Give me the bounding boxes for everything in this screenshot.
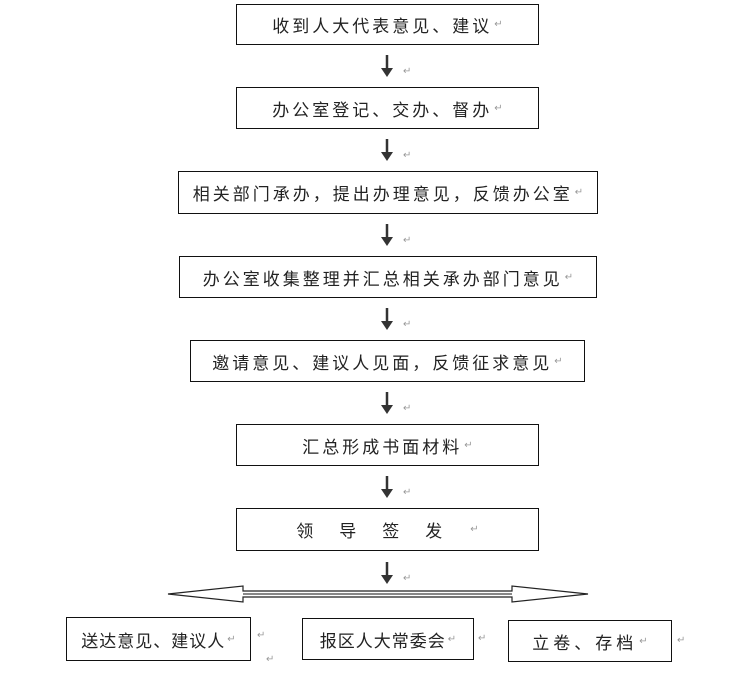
paragraph-mark: ↵ (403, 66, 412, 77)
double-arrow-icon (167, 585, 589, 603)
down-arrow-icon (381, 55, 393, 77)
paragraph-mark: ↵ (639, 635, 648, 647)
paragraph-mark: ↵ (464, 439, 473, 451)
paragraph-mark: ↵ (257, 630, 266, 641)
step-office-collect: 办公室收集整理并汇总相关承办部门意见↵ (179, 256, 597, 298)
paragraph-mark: ↵ (403, 573, 412, 584)
branch-label: 立卷、存档 (532, 633, 638, 654)
paragraph-mark: ↵ (564, 271, 574, 283)
down-arrow-icon (381, 562, 393, 584)
paragraph-mark: ↵ (227, 633, 236, 645)
paragraph-mark: ↵ (494, 102, 503, 114)
paragraph-mark: ↵ (677, 635, 686, 646)
step-receive-opinions: 收到人大代表意见、建议↵ (236, 4, 539, 45)
step-label: 办公室收集整理并汇总相关承办部门意见 (202, 269, 563, 290)
paragraph-mark: ↵ (478, 633, 487, 644)
paragraph-mark: ↵ (403, 403, 412, 414)
step-label: 邀请意见、建议人见面，反馈征求意见 (212, 353, 553, 374)
down-arrow-icon (381, 224, 393, 246)
down-arrow-icon (381, 476, 393, 498)
down-arrow-icon (381, 308, 393, 330)
paragraph-mark: ↵ (403, 319, 412, 330)
paragraph-mark: ↵ (470, 524, 479, 535)
branch-file-archive: 立卷、存档↵ (508, 620, 672, 662)
down-arrow-icon (381, 392, 393, 414)
step-label: 汇总形成书面材料 (302, 437, 463, 458)
paragraph-mark: ↵ (403, 487, 412, 498)
paragraph-mark: ↵ (494, 19, 503, 30)
branch-label: 报区人大常委会 (319, 631, 446, 652)
branch-label: 送达意见、建议人 (81, 631, 226, 652)
step-written-material: 汇总形成书面材料↵ (236, 424, 539, 466)
paragraph-mark: ↵ (403, 150, 412, 161)
step-leader-sign: 领导签发↵ (236, 508, 539, 551)
paragraph-mark: ↵ (403, 235, 412, 246)
paragraph-mark: ↵ (266, 654, 275, 665)
down-arrow-icon (381, 139, 393, 161)
branch-report-standing-committee: 报区人大常委会↵ (302, 618, 474, 660)
step-label: 领导签发 (296, 522, 469, 542)
step-label: 收到人大代表意见、建议 (272, 17, 493, 37)
paragraph-mark: ↵ (447, 633, 457, 645)
branch-deliver-to-proposer: 送达意见、建议人↵ (66, 617, 251, 661)
step-invite-meeting: 邀请意见、建议人见面，反馈征求意见↵ (190, 340, 585, 382)
paragraph-mark: ↵ (574, 187, 584, 198)
step-label: 办公室登记、交办、督办 (272, 100, 493, 121)
step-departments-handle: 相关部门承办，提出办理意见，反馈办公室↵ (178, 171, 598, 214)
paragraph-mark: ↵ (554, 355, 563, 367)
step-label: 相关部门承办，提出办理意见，反馈办公室 (192, 185, 573, 205)
step-register-assign: 办公室登记、交办、督办↵ (236, 87, 539, 129)
